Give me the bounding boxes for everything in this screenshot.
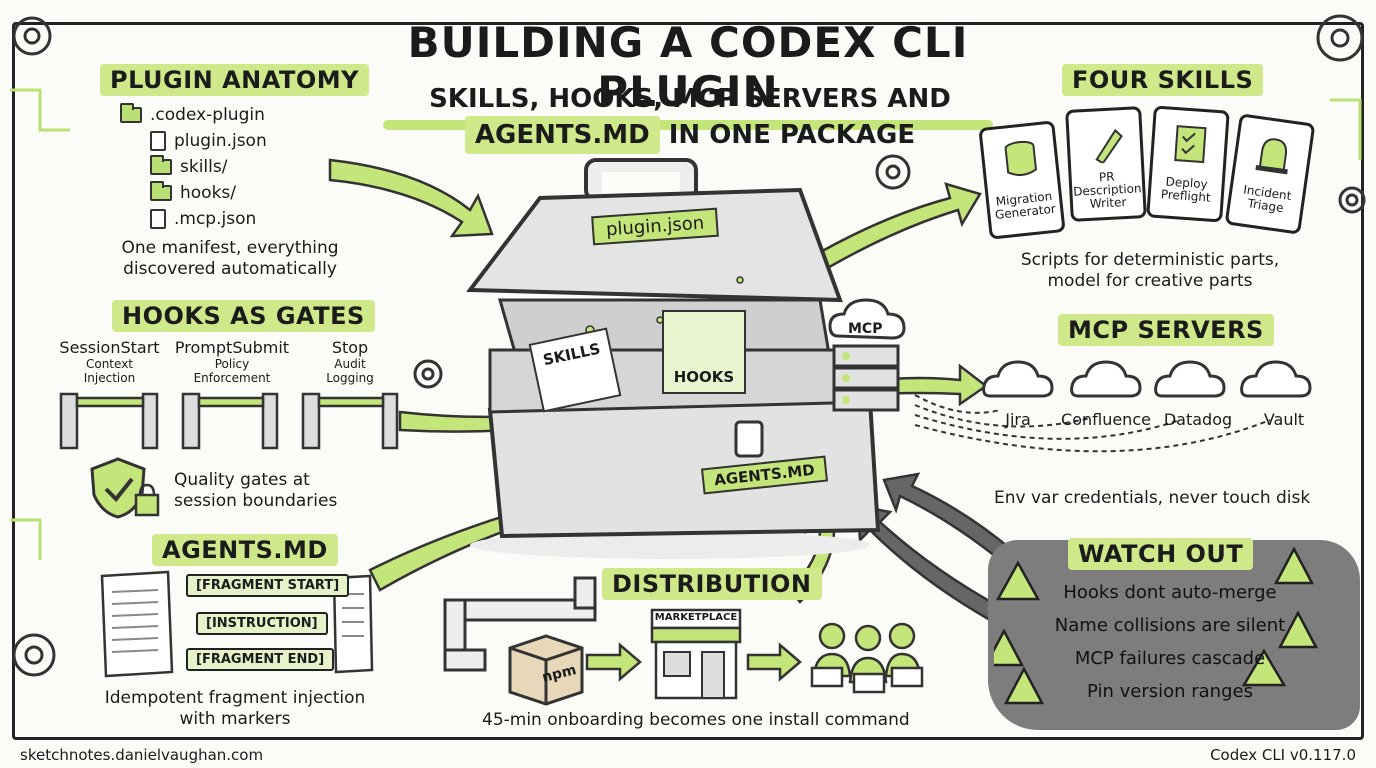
gate-desc: Injection <box>83 371 136 385</box>
mcp-label: MCP <box>848 321 883 337</box>
file-icon <box>150 209 166 229</box>
subtitle: SKILLS, HOOKS, MCP SERVERS AND AGENTS.MD… <box>420 82 960 154</box>
team-icon <box>810 622 924 694</box>
agents-caption-1: Idempotent fragment injection <box>104 688 366 708</box>
hooks-heading: HOOKS AS GATES <box>112 300 375 332</box>
tree-label: .codex-plugin <box>150 105 265 125</box>
mcp-caption: Env var credentials, never touch disk <box>994 488 1311 508</box>
footer-version: Codex CLI v0.117.0 <box>1210 746 1356 764</box>
folder-icon <box>150 155 172 175</box>
marker-fragment-start: [FRAGMENT START] <box>186 574 350 597</box>
subtitle-line1: SKILLS, HOOKS, MCP SERVERS AND <box>429 84 951 114</box>
watch-out-heading: WATCH OUT <box>1068 538 1254 570</box>
package-icon <box>508 634 584 706</box>
marker-instruction: [INSTRUCTION] <box>196 612 328 635</box>
distribution-heading: DISTRIBUTION <box>602 568 822 600</box>
tree-item-root: .codex-plugin <box>120 102 267 128</box>
skills-caption: Scripts for deterministic parts, model f… <box>1000 250 1300 292</box>
server-confluence: Confluence <box>1061 410 1151 429</box>
gate-stop: Stop Audit Logging <box>310 338 390 385</box>
skill-card-deploy: Deploy Preflight <box>1146 105 1230 223</box>
tree-label: plugin.json <box>174 131 267 151</box>
mcp-clouds <box>982 360 1312 398</box>
warning-item: MCP failures cascade <box>1074 648 1266 669</box>
anatomy-caption-2: discovered automatically <box>123 259 337 279</box>
skills-caption-2: model for creative parts <box>1047 271 1253 291</box>
hooks-caption-1: Quality gates at <box>174 470 310 490</box>
page-title: BUILDING A CODEX CLI PLUGIN <box>407 18 969 116</box>
marketplace-label: MARKETPLACE <box>654 612 738 623</box>
hooks-caption-2: session boundaries <box>174 491 338 511</box>
gate-desc: Context <box>85 357 133 371</box>
warning-item: Pin version ranges <box>1087 681 1253 702</box>
tree-item: hooks/ <box>120 180 267 206</box>
four-skills-heading: FOUR SKILLS <box>1062 64 1264 96</box>
folder-icon <box>120 103 142 123</box>
gate-desc: Enforcement <box>193 371 271 385</box>
plugin-tree: .codex-plugin plugin.json skills/ hooks/… <box>120 102 267 232</box>
watch-out-list: Hooks dont auto-merge Name collisions ar… <box>1030 576 1310 708</box>
skill-card-migration: Migration Generator <box>978 120 1066 240</box>
server-jira: Jira <box>1005 410 1031 429</box>
tree-label: .mcp.json <box>174 209 257 229</box>
anatomy-caption: One manifest, everything discovered auto… <box>100 238 360 280</box>
tree-item: .mcp.json <box>120 206 267 232</box>
anatomy-caption-1: One manifest, everything <box>121 238 339 258</box>
database-icon <box>1004 140 1038 177</box>
warning-item: Name collisions are silent <box>1054 615 1286 636</box>
sketch-frame <box>12 22 1364 740</box>
tree-label: hooks/ <box>180 183 237 203</box>
agents-heading: AGENTS.MD <box>152 534 338 566</box>
skill-card-incident: Incident Triage <box>1224 113 1316 235</box>
title-underline <box>383 120 993 130</box>
clipboard-icon <box>1174 125 1207 164</box>
hooks-caption: Quality gates at session boundaries <box>174 470 337 512</box>
warning-item: Hooks dont auto-merge <box>1063 582 1277 603</box>
gate-name: PromptSubmit <box>174 338 290 357</box>
marketplace-icon <box>650 608 742 700</box>
skills-label: SKILLS <box>541 339 602 370</box>
page-title-wrap: BUILDING A CODEX CLI PLUGIN <box>378 18 998 130</box>
gate-desc: Policy <box>214 357 250 371</box>
skills-caption-1: Scripts for deterministic parts, <box>1020 250 1280 270</box>
skill-card-pr-writer: PR Description Writer <box>1065 106 1147 222</box>
tree-item: skills/ <box>120 154 267 180</box>
pen-icon <box>1095 128 1123 164</box>
agents-documents <box>100 570 374 678</box>
mcp-server-icon <box>828 298 906 412</box>
gate-desc: Logging <box>326 371 374 385</box>
server-datadog: Datadog <box>1163 410 1233 429</box>
mcp-heading: MCP SERVERS <box>1058 314 1274 346</box>
gate-name: Stop <box>331 338 369 357</box>
siren-icon <box>1255 138 1288 175</box>
agents-caption: Idempotent fragment injection with marke… <box>90 688 380 730</box>
distribution-caption: 45-min onboarding becomes one install co… <box>482 710 910 730</box>
gate-session-start: SessionStart Context Injection <box>52 338 167 385</box>
plugin-anatomy-heading: PLUGIN ANATOMY <box>100 64 369 96</box>
server-vault: Vault <box>1263 410 1305 429</box>
folder-icon <box>150 181 172 201</box>
tree-label: skills/ <box>180 157 228 177</box>
footer-site: sketchnotes.danielvaughan.com <box>20 746 264 764</box>
shield-lock-icon <box>90 457 160 519</box>
marker-fragment-end: [FRAGMENT END] <box>186 648 335 671</box>
subtitle-rest: IN ONE PACKAGE <box>668 120 916 150</box>
warning-icons <box>994 546 1319 705</box>
agents-caption-2: with markers <box>179 709 291 729</box>
gate-desc: Audit <box>334 357 366 371</box>
gate-name: SessionStart <box>59 338 160 357</box>
turnstile-gates <box>59 392 399 450</box>
card-line: Preflight <box>1160 187 1212 205</box>
file-icon <box>150 131 166 151</box>
hooks-label: HOOKS <box>673 368 735 386</box>
subtitle-highlight: AGENTS.MD <box>464 116 660 154</box>
gate-prompt-submit: PromptSubmit Policy Enforcement <box>172 338 292 385</box>
hooks-card: HOOKS <box>662 310 746 394</box>
subtitle-line2: AGENTS.MD IN ONE PACKAGE <box>420 116 960 154</box>
tree-item: plugin.json <box>120 128 267 154</box>
